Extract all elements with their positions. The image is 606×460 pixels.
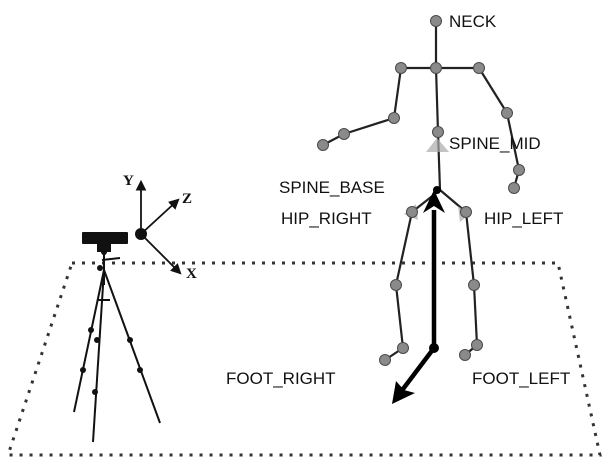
floor-plane <box>8 263 600 455</box>
joint-ankle-right <box>398 343 409 354</box>
joint-spine-mid <box>433 127 444 138</box>
joint-knee-right <box>391 280 402 291</box>
joint-hand-left <box>509 183 520 194</box>
label-foot-left: FOOT_LEFT <box>472 369 570 388</box>
joint-knee-left <box>469 280 480 291</box>
joint-elbow-left <box>502 108 513 119</box>
joint-neck <box>431 16 442 27</box>
world-axes <box>392 186 445 404</box>
joint-hand-right <box>318 140 329 151</box>
axes-origin <box>135 228 147 240</box>
axis-z-label: Z <box>182 191 192 207</box>
joint-shoulder-left <box>474 63 485 74</box>
joint-wrist-left <box>514 165 525 176</box>
label-spine-mid: SPINE_MID <box>449 134 541 153</box>
joint-hip-right <box>407 207 418 218</box>
joint-hip-left <box>461 207 472 218</box>
tripod-camera <box>74 232 160 442</box>
camera-sensor <box>82 232 128 244</box>
joint-foot-right <box>380 355 391 366</box>
joint-elbow-right <box>389 113 400 124</box>
label-spine-base: SPINE_BASE <box>279 178 385 197</box>
label-neck: NECK <box>449 12 497 31</box>
camera-axes: Y Z X <box>123 173 197 282</box>
joint-shoulder-center <box>431 63 442 74</box>
axis-x-label: X <box>186 266 197 282</box>
axis-y-label: Y <box>123 173 134 189</box>
joint-shoulder-right <box>396 63 407 74</box>
label-hip-left: HIP_LEFT <box>484 209 563 228</box>
joint-wrist-right <box>339 129 350 140</box>
joint-ankle-left <box>472 340 483 351</box>
label-hip-right: HIP_RIGHT <box>281 209 372 228</box>
label-foot-right: FOOT_RIGHT <box>226 369 336 388</box>
joint-foot-left <box>460 350 471 361</box>
